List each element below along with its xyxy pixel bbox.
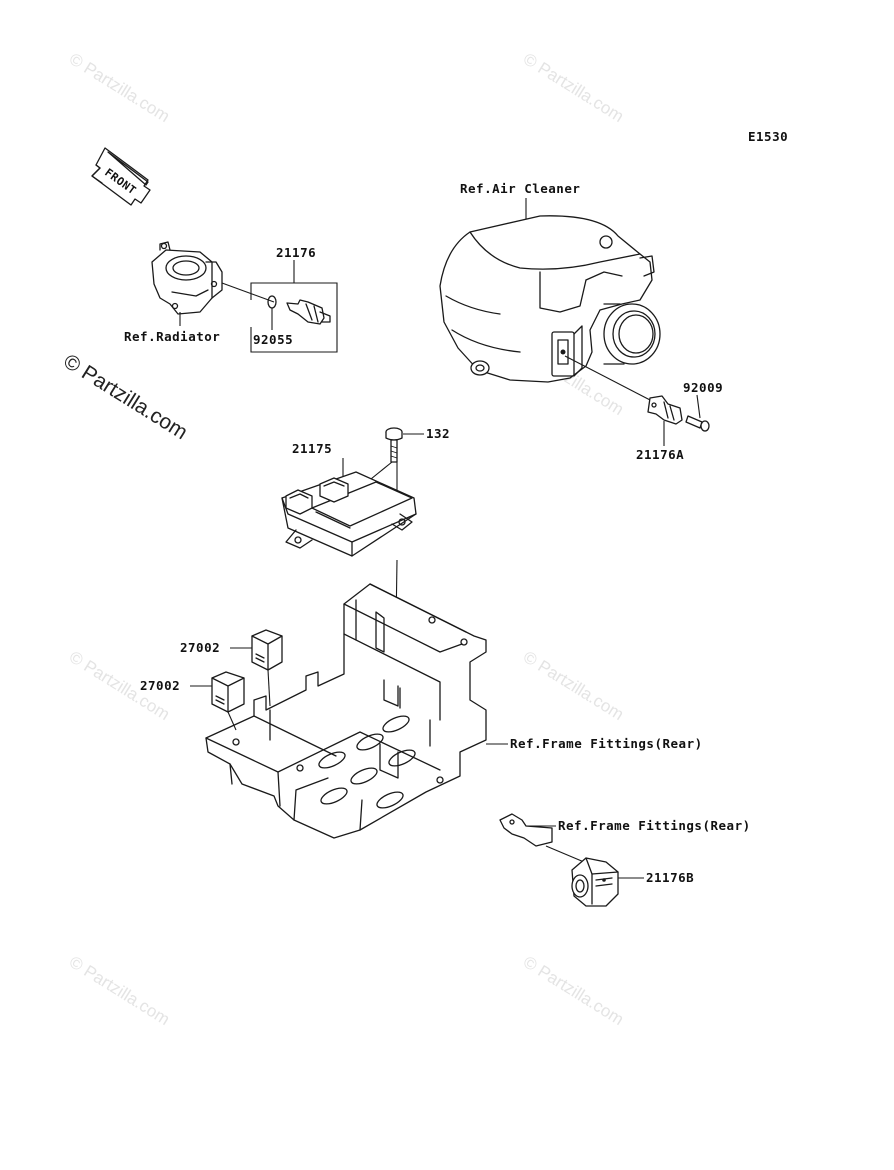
part-21176A: 21176A — [636, 447, 684, 462]
part-92055: 92055 — [253, 332, 293, 347]
watermark-lower-right: © Partzilla.com — [520, 647, 627, 724]
frame-bracket-small — [499, 813, 553, 847]
ecu-tray-bracket — [205, 583, 487, 839]
air-cleaner-box — [439, 215, 661, 383]
label-ref-air-cleaner: Ref.Air Cleaner — [460, 181, 580, 196]
watermark-bottom-right: © Partzilla.com — [520, 952, 627, 1029]
intake-air-temp-sensor — [647, 395, 683, 425]
part-27002-upper: 27002 — [180, 640, 220, 655]
watermark-top-right: © Partzilla.com — [520, 49, 627, 126]
watermark-side: © Partzilla.com — [59, 350, 191, 444]
part-21176: 21176 — [276, 245, 316, 260]
relay-27002-lower — [211, 671, 245, 713]
radiator-housing — [151, 241, 223, 315]
bolt-132 — [385, 427, 403, 463]
relay-27002-upper — [251, 629, 283, 671]
sensor-21176B — [571, 857, 619, 907]
water-temp-sensor — [286, 299, 331, 325]
ecu-21175 — [281, 471, 417, 557]
part-21176B: 21176B — [646, 870, 694, 885]
part-92009: 92009 — [683, 380, 723, 395]
part-132: 132 — [426, 426, 450, 441]
part-21175: 21175 — [292, 441, 332, 456]
screw-92009 — [685, 415, 710, 432]
label-ref-frame-fittings-2: Ref.Frame Fittings(Rear) — [558, 818, 751, 833]
label-ref-radiator: Ref.Radiator — [124, 329, 220, 344]
watermark-top-left: © Partzilla.com — [66, 49, 173, 126]
label-ref-frame-fittings-1: Ref.Frame Fittings(Rear) — [510, 736, 703, 751]
front-arrow-icon: FRONT — [91, 147, 151, 206]
diagram-id: E1530 — [748, 129, 788, 144]
part-27002-lower: 27002 — [140, 678, 180, 693]
o-ring-92055 — [267, 295, 277, 309]
watermark-bottom-left: © Partzilla.com — [66, 952, 173, 1029]
